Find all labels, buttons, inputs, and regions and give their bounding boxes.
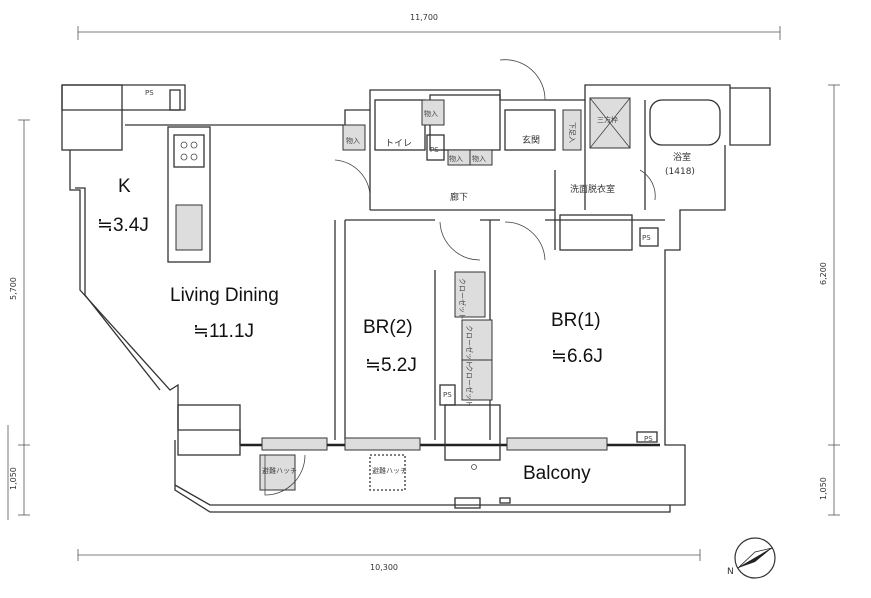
shoe-storage-label: 下足入 bbox=[568, 122, 576, 143]
kitchen-size: ≒3.4J bbox=[97, 215, 149, 236]
dimension-lines bbox=[7, 26, 840, 561]
entrance-label: 玄関 bbox=[522, 134, 540, 146]
living-size: ≒11.1J bbox=[193, 321, 254, 342]
closet-label: クローゼット bbox=[458, 278, 467, 320]
ps-label: PS bbox=[443, 391, 452, 399]
hatch-label: 避難ハッチ bbox=[372, 466, 407, 475]
dim-top: 11,700 bbox=[410, 13, 438, 22]
dim-bottom: 10,300 bbox=[370, 563, 398, 572]
hallway-label: 廊下 bbox=[450, 191, 468, 203]
bath-size: (1418) bbox=[665, 167, 695, 177]
ps-label: PS bbox=[642, 234, 651, 242]
dim-left-upper: 5,700 bbox=[9, 277, 18, 300]
toilet-label: トイレ bbox=[385, 139, 412, 149]
dim-right-lower: 1,050 bbox=[819, 477, 828, 500]
balcony-label: Balcony bbox=[523, 463, 591, 484]
ps-label: PS bbox=[430, 146, 439, 154]
br1-size: ≒6.6J bbox=[551, 346, 603, 367]
closet-label: クローゼット bbox=[465, 365, 474, 407]
dim-right-upper: 6,200 bbox=[819, 262, 828, 285]
washroom-label: 洗面脱衣室 bbox=[570, 183, 615, 195]
compass-north-label: N bbox=[727, 567, 734, 577]
ps-label: PS bbox=[145, 89, 154, 97]
living-label: Living Dining bbox=[170, 285, 279, 306]
kitchen-label: K bbox=[118, 176, 131, 197]
br2-size: ≒5.2J bbox=[365, 355, 417, 376]
storage-label: 物入 bbox=[472, 154, 486, 163]
br2-label: BR(2) bbox=[363, 317, 413, 338]
storage-label: 物入 bbox=[424, 109, 438, 118]
closet-label: クローゼット bbox=[465, 325, 474, 367]
storage-label: 物入 bbox=[346, 136, 360, 145]
dim-left-lower: 1,050 bbox=[9, 467, 18, 490]
frame-label: 三方枠 bbox=[597, 115, 618, 124]
bath-label: 浴室 bbox=[673, 151, 691, 163]
br1-label: BR(1) bbox=[551, 310, 601, 331]
ps-label: PS bbox=[644, 435, 653, 443]
hatch-label: 避難ハッチ bbox=[262, 466, 297, 475]
storage-label: 物入 bbox=[449, 154, 463, 163]
walls bbox=[61, 59, 771, 513]
compass-icon bbox=[734, 537, 776, 579]
